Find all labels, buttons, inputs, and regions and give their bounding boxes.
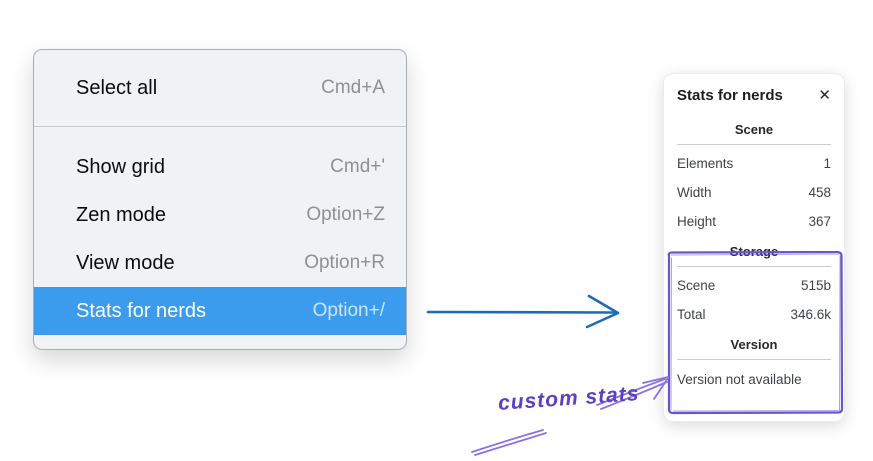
menu-item-label: Show grid: [76, 155, 165, 178]
menu-item-shortcut: Option+/: [312, 300, 385, 321]
menu-item-label: Select all: [76, 76, 158, 99]
stat-row-total-storage: Total 346.6k: [677, 300, 831, 329]
menu-item-shortcut: Cmd+A: [321, 77, 385, 98]
stat-value: 1: [823, 156, 831, 171]
stats-panel: Stats for nerds ✕ Scene Elements 1 Width…: [663, 73, 845, 422]
divider: [677, 144, 831, 145]
version-note: Version not available: [677, 372, 802, 387]
panel-title: Stats for nerds: [677, 87, 783, 104]
stat-value: 515b: [800, 278, 831, 293]
menu-item-select-all[interactable]: Select all Cmd+A: [34, 64, 406, 112]
divider: [677, 359, 831, 360]
menu-group-bottom: Show grid Cmd+' Zen mode Option+Z View m…: [34, 127, 406, 335]
menu-item-zen-mode[interactable]: Zen mode Option+Z: [34, 191, 406, 239]
annotation-label: custom stats: [497, 382, 641, 415]
menu-item-label: Stats for nerds: [76, 299, 207, 322]
stat-value: 367: [808, 214, 831, 229]
menu-item-shortcut: Option+R: [304, 252, 385, 273]
close-icon[interactable]: ✕: [818, 87, 831, 104]
menu-item-label: View mode: [76, 251, 175, 274]
menu-group-top: Select all Cmd+A: [34, 50, 406, 127]
stat-value: 346.6k: [790, 307, 831, 322]
section-heading-version: Version: [730, 337, 778, 352]
flow-arrow-icon: [426, 294, 620, 329]
stat-row-width: Width 458: [677, 178, 831, 207]
annotation-arrow-icon: [471, 376, 669, 456]
menu-item-view-mode[interactable]: View mode Option+R: [34, 239, 406, 287]
stat-row-height: Height 367: [677, 207, 831, 236]
context-menu: Select all Cmd+A Show grid Cmd+' Zen mod…: [33, 49, 407, 350]
stat-label: Elements: [677, 156, 734, 171]
menu-item-stats-for-nerds[interactable]: Stats for nerds Option+/: [34, 287, 406, 335]
section-heading-storage: Storage: [729, 244, 779, 259]
menu-item-shortcut: Cmd+': [330, 156, 385, 177]
stat-label: Scene: [677, 278, 716, 293]
divider: [677, 266, 831, 267]
section-heading-scene: Scene: [734, 122, 774, 137]
stat-label: Total: [677, 307, 706, 322]
stat-value: 458: [808, 185, 831, 200]
menu-item-label: Zen mode: [76, 203, 167, 226]
stat-label: Height: [677, 214, 717, 229]
stats-panel-header: Stats for nerds ✕: [677, 87, 831, 104]
menu-item-show-grid[interactable]: Show grid Cmd+': [34, 143, 406, 191]
stat-label: Width: [677, 185, 712, 200]
stat-row-elements: Elements 1: [677, 149, 831, 178]
stat-row-scene-storage: Scene 515b: [677, 271, 831, 300]
menu-item-shortcut: Option+Z: [306, 204, 385, 225]
